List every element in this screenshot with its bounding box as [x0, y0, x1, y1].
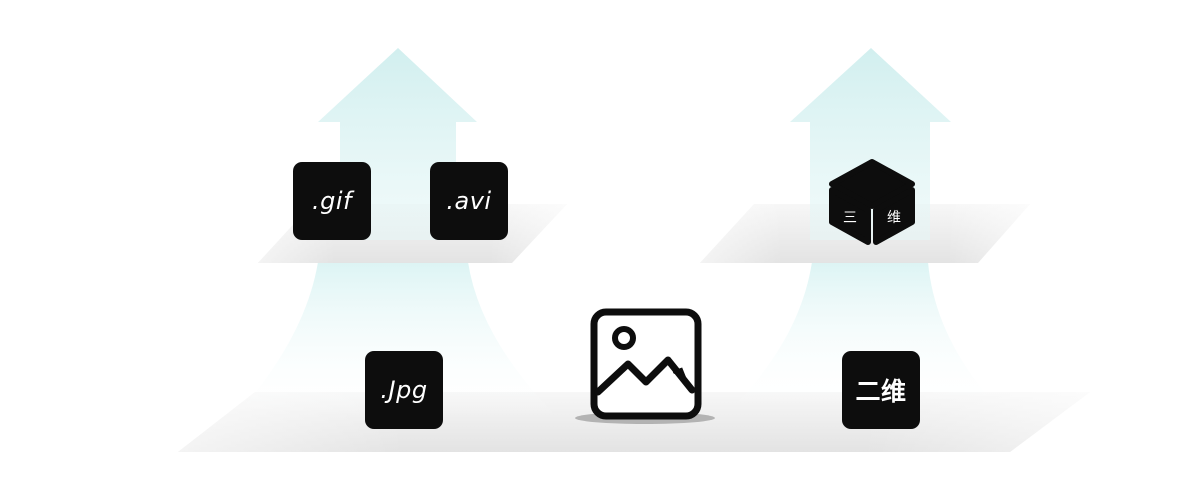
- two-d-tile: 二维: [842, 351, 920, 429]
- cube-left-face-label: 三: [843, 210, 857, 226]
- avi-label: .avi: [446, 187, 492, 215]
- cube-icon: 三 维: [829, 159, 915, 245]
- left-beam: [232, 262, 560, 420]
- gif-tile: .gif: [293, 162, 371, 240]
- cube-right-face-label: 维: [887, 210, 901, 226]
- two-d-label: 二维: [855, 377, 907, 406]
- right-beam: [730, 262, 1000, 410]
- image-icon: [575, 308, 715, 424]
- jpg-label: .Jpg: [380, 376, 428, 404]
- avi-tile: .avi: [430, 162, 508, 240]
- jpg-tile: .Jpg: [365, 351, 443, 429]
- gif-label: .gif: [312, 187, 352, 215]
